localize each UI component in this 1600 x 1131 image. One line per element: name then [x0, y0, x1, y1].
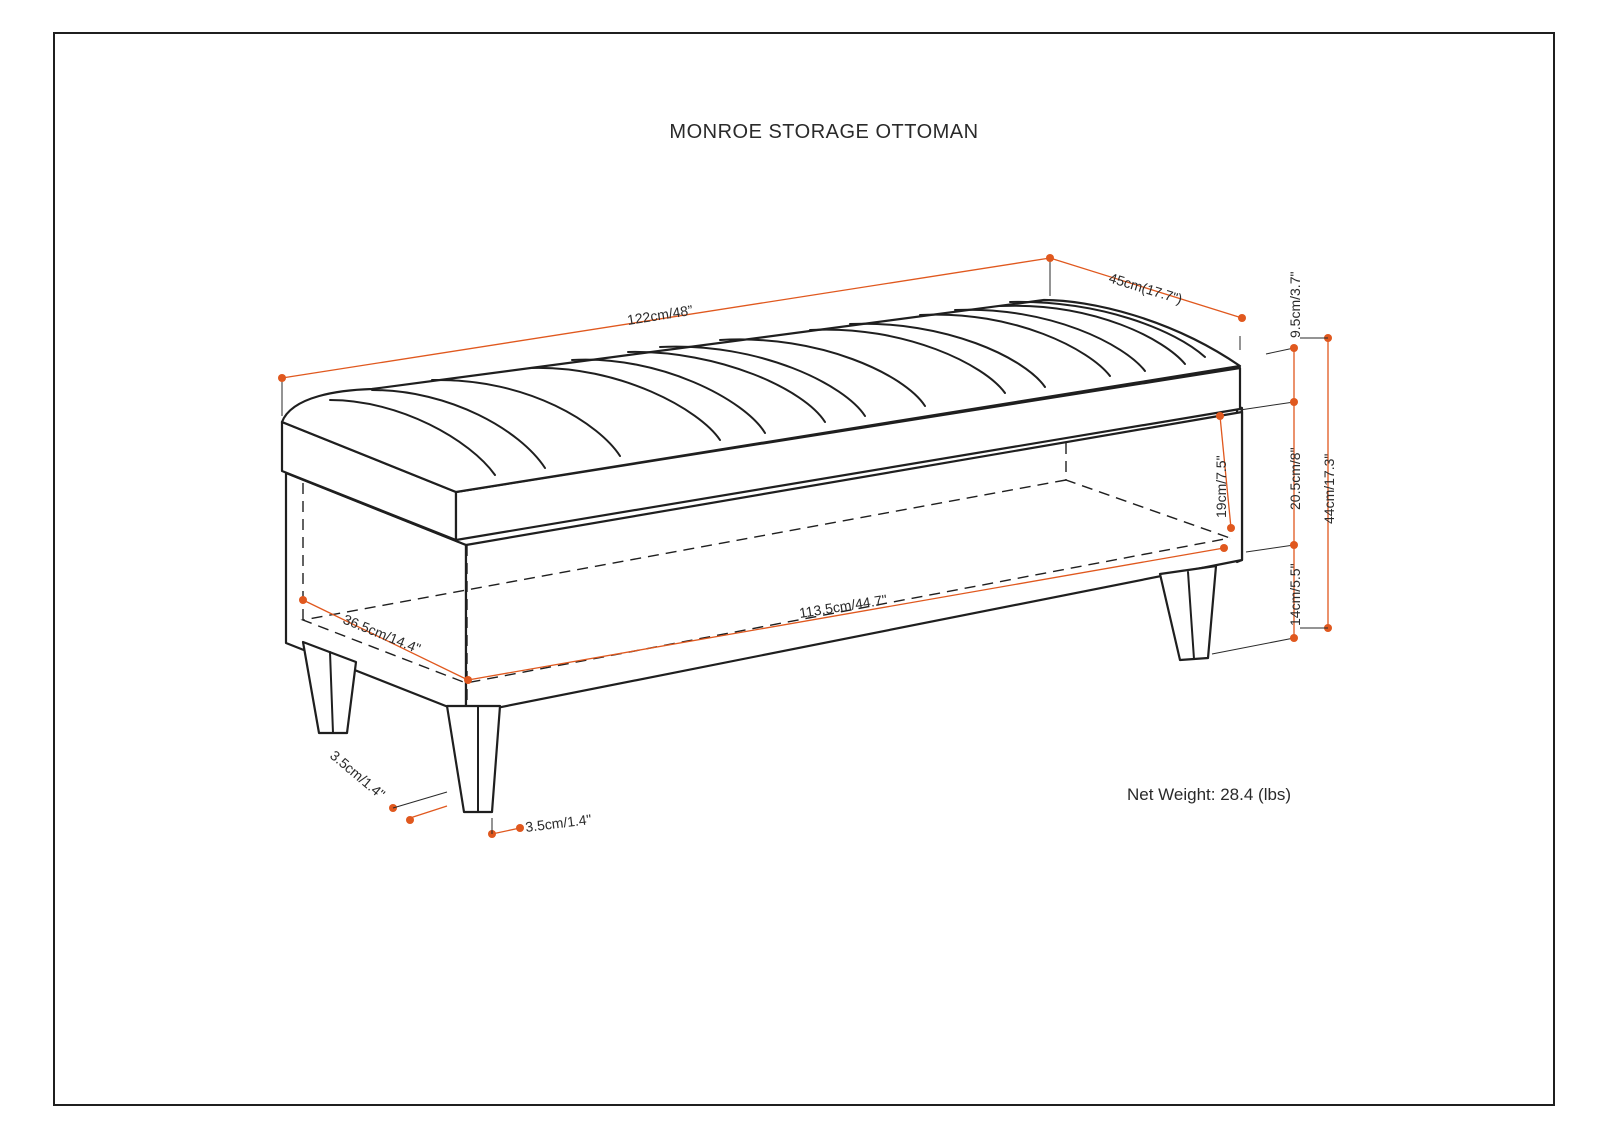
- product-title: MONROE STORAGE OTTOMAN: [669, 121, 979, 143]
- label-leg-depth: 3.5cm/1.4": [327, 747, 388, 802]
- label-depth: 45cm(17.7"): [1107, 270, 1184, 307]
- dimension-lines: [278, 254, 1332, 838]
- label-leg-width: 3.5cm/1.4": [524, 811, 592, 835]
- drawing-frame: [53, 32, 1555, 1106]
- net-weight-label: Net Weight: 28.4 (lbs): [1127, 785, 1292, 804]
- ottoman-legs: [301, 564, 1218, 814]
- label-overall-height: 44cm/17.3": [1321, 454, 1337, 524]
- label-cushion-height: 9.5cm/3.7": [1287, 272, 1303, 338]
- label-leg-height: 14cm/5.5": [1287, 563, 1303, 626]
- ottoman-cushion: [280, 298, 1242, 542]
- label-storage-height: 19cm/7.5": [1213, 455, 1229, 518]
- label-overall-width: 122cm/48”: [626, 302, 694, 328]
- label-box-height: 20.5cm/8": [1287, 447, 1303, 510]
- extension-lines: [281, 258, 1295, 655]
